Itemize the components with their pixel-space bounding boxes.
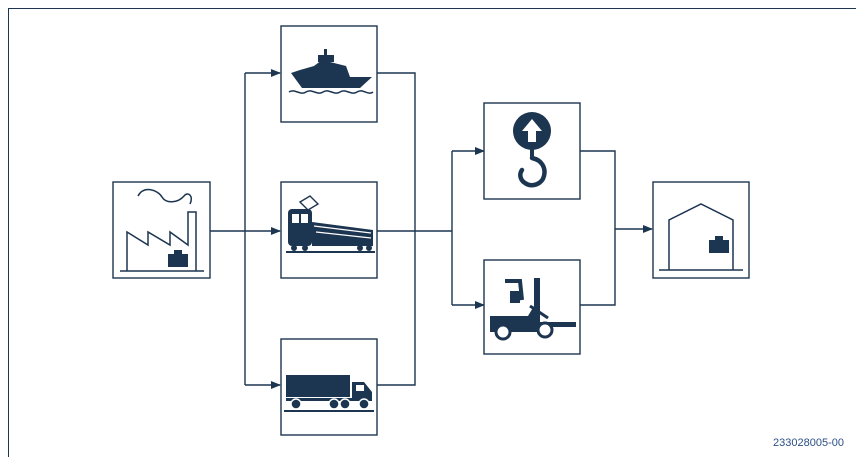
factory-node [112,181,211,279]
document-id: 233028005-00 [773,437,844,449]
forklift-icon [490,278,576,341]
ship-node [280,25,378,123]
connectors [210,69,653,389]
diagram-frame [8,8,856,457]
connector-crane-forklift-out [580,150,616,306]
truck-icon [284,375,374,412]
warehouse-node [652,181,750,279]
train-node [280,181,378,279]
crane-hook-node [483,102,581,200]
crane-hook-icon [513,112,551,188]
truck-node [280,338,378,436]
warehouse-icon [659,203,743,271]
forklift-node [483,259,581,355]
ship-icon [288,49,374,94]
train-icon [286,195,375,253]
connector-ship-out [377,72,416,386]
factory-icon [120,188,204,272]
